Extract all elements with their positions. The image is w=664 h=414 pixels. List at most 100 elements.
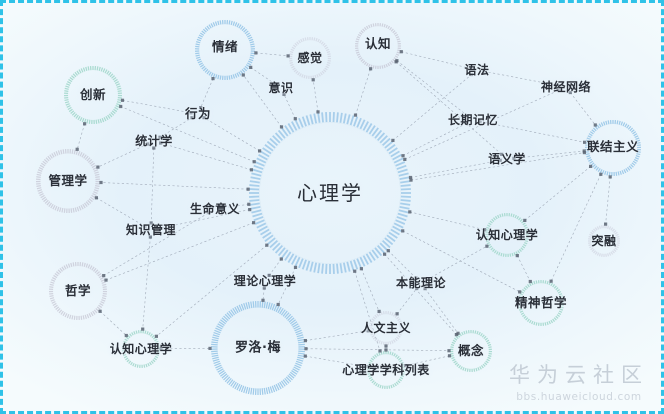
- graph-edge: [76, 123, 85, 150]
- node-label-behavior[interactable]: 行为: [184, 105, 212, 121]
- node-ring-emergence[interactable]: [588, 225, 620, 257]
- ring-tick: [585, 153, 590, 156]
- connector-dot: [149, 221, 153, 225]
- ring-tick: [293, 325, 300, 330]
- node-ring-concept[interactable]: [449, 330, 493, 373]
- node-ring-philosophy-of-mind[interactable]: [518, 280, 564, 326]
- ring-tick: [297, 72, 301, 76]
- ring-tick: [522, 243, 527, 247]
- ring-tick: [336, 112, 339, 123]
- ring-tick: [230, 74, 233, 80]
- node-label-cognitive-psychology-left[interactable]: 认知心理学: [109, 342, 173, 356]
- ring-tick: [297, 338, 305, 342]
- ring-tick: [247, 62, 252, 66]
- ring-tick: [516, 215, 520, 220]
- connector-dot: [141, 327, 145, 331]
- ring-tick: [111, 75, 115, 79]
- ring-tick: [250, 205, 261, 210]
- node-label-instinct-theory[interactable]: 本能理论: [395, 276, 447, 290]
- node-label-cognitive-psychology-right[interactable]: 认知心理学: [475, 228, 539, 242]
- node-label-long-term-memory[interactable]: 长期记忆: [447, 113, 499, 127]
- node-ring-rollo-may[interactable]: [211, 301, 305, 395]
- ring-tick: [64, 87, 69, 90]
- node-ring-sensation[interactable]: [288, 37, 332, 80]
- ring-tick: [238, 304, 243, 312]
- node-label-innovation[interactable]: 创新: [79, 86, 107, 102]
- ring-tick: [228, 310, 234, 317]
- ring-tick: [555, 315, 559, 319]
- knowledge-graph[interactable]: [3, 3, 664, 414]
- ring-tick: [486, 226, 490, 229]
- ring-tick: [397, 168, 408, 174]
- connector-dot: [478, 119, 482, 123]
- ring-tick: [281, 249, 289, 259]
- ring-tick: [49, 283, 54, 286]
- node-label-neural-network[interactable]: 神经网络: [540, 80, 592, 94]
- node-ring-philosophy[interactable]: [48, 262, 108, 320]
- node-label-connectionism[interactable]: 联结主义: [586, 138, 640, 154]
- ring-tick: [71, 149, 74, 154]
- ring-tick: [258, 225, 268, 232]
- node-label-psychology-discipline-list[interactable]: 心理学学科列表: [342, 363, 430, 377]
- connector-dot: [558, 88, 562, 92]
- ring-tick: [520, 312, 525, 316]
- node-label-emergence[interactable]: 突融: [591, 234, 617, 248]
- connector-dot: [465, 114, 470, 118]
- node-label-philosophy-of-mind[interactable]: 精神哲学: [514, 294, 568, 310]
- ring-tick: [292, 44, 297, 48]
- ring-tick: [271, 303, 276, 311]
- ring-tick: [621, 170, 625, 175]
- ring-tick: [277, 247, 286, 257]
- ring-tick: [265, 301, 269, 309]
- node-label-concept[interactable]: 概念: [457, 342, 485, 358]
- node-label-sensation[interactable]: 感觉: [297, 51, 323, 65]
- node-ring-cognitive-psychology-left[interactable]: [121, 330, 161, 369]
- node-label-consciousness[interactable]: 意识: [268, 81, 294, 95]
- node-label-philosophy[interactable]: 哲学: [64, 282, 92, 298]
- node-label-humanism[interactable]: 人文主义: [360, 321, 412, 335]
- node-ring-management[interactable]: [35, 149, 101, 214]
- ring-tick: [394, 33, 399, 37]
- ring-tick: [46, 201, 51, 206]
- node-ring-humanism[interactable]: [369, 311, 403, 345]
- ring-tick: [213, 331, 221, 336]
- ring-tick: [226, 312, 232, 319]
- ring-tick: [208, 24, 212, 29]
- ring-tick: [196, 41, 201, 44]
- node-label-knowledge-management[interactable]: 知识管理: [125, 223, 177, 237]
- ring-tick: [296, 334, 304, 338]
- node-ring-connectionism[interactable]: [584, 120, 642, 176]
- node-ring-psychology[interactable]: [249, 112, 411, 274]
- node-label-cognition[interactable]: 认知: [364, 35, 392, 51]
- node-label-grammar[interactable]: 语法: [464, 63, 490, 77]
- node-label-emotion[interactable]: 情绪: [211, 38, 239, 54]
- ring-tick: [374, 129, 383, 139]
- node-ring-cognition[interactable]: [355, 23, 401, 69]
- node-label-theoretical-psychology[interactable]: 理论心理学: [233, 274, 297, 288]
- node-label-psychology[interactable]: 心理学: [297, 181, 363, 205]
- ring-tick: [384, 140, 394, 149]
- ring-tick: [317, 38, 320, 43]
- ring-tick: [368, 24, 371, 29]
- connector-dot: [252, 160, 256, 164]
- node-label-statistics[interactable]: 统计学: [135, 134, 173, 148]
- graph-edge: [305, 348, 450, 352]
- ring-tick: [148, 332, 151, 336]
- ring-tick: [381, 385, 384, 389]
- connector-dot: [599, 172, 603, 176]
- ring-tick: [48, 202, 52, 207]
- node-label-management[interactable]: 管理学: [48, 172, 88, 188]
- ring-tick: [253, 216, 264, 222]
- ring-tick: [611, 250, 615, 254]
- node-label-meaning-of-life[interactable]: 生命意义: [189, 202, 241, 216]
- node-ring-psychology-discipline-list[interactable]: [366, 351, 406, 390]
- ring-tick: [91, 266, 95, 271]
- ring-tick: [309, 114, 314, 125]
- ring-tick: [263, 301, 266, 309]
- ring-tick: [221, 317, 228, 323]
- node-label-rollo-may[interactable]: 罗洛·梅: [235, 340, 281, 356]
- ring-tick: [533, 280, 536, 285]
- node-label-semantics[interactable]: 语义学: [488, 152, 526, 166]
- node-ring-innovation[interactable]: [63, 66, 123, 124]
- ring-tick: [211, 343, 218, 346]
